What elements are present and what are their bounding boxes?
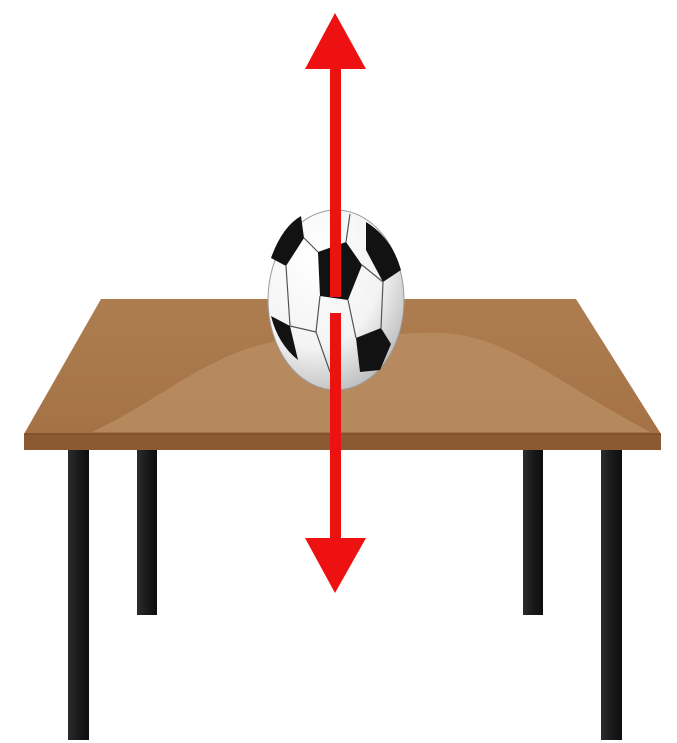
front-right-leg xyxy=(601,450,622,740)
downward-arrowhead xyxy=(305,538,366,593)
downward-arrow-shaft xyxy=(330,313,341,541)
upward-arrowhead xyxy=(305,13,366,69)
table-top-edge xyxy=(24,434,661,450)
upward-arrow-shaft xyxy=(330,66,341,297)
back-left-leg xyxy=(137,450,157,615)
back-right-leg xyxy=(523,450,543,615)
front-left-leg xyxy=(68,450,89,740)
table-legs xyxy=(68,450,622,740)
